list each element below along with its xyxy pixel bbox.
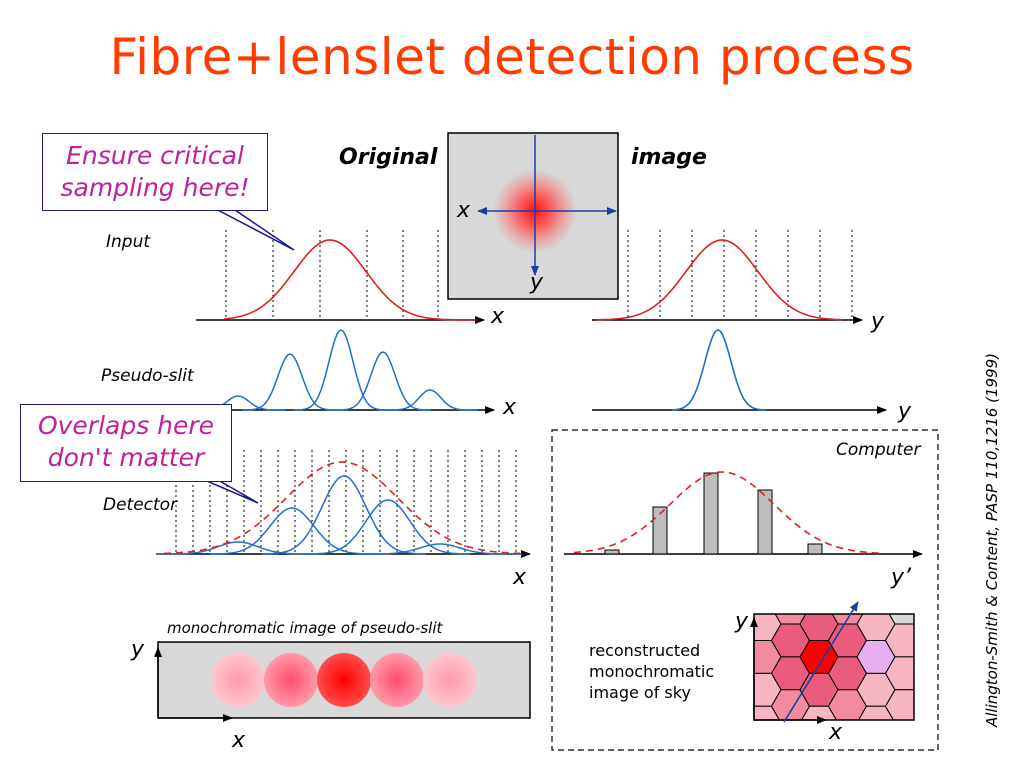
reconstructed-bar-2 [652, 506, 668, 555]
axis-label-input-y: y [871, 309, 885, 334]
detector-envelope-curve [163, 461, 521, 555]
detector-fibre-curve-4 [306, 499, 470, 555]
axis-label-sky-y: y [735, 609, 749, 634]
detector-fibre-curve-1 [156, 541, 320, 555]
reconstructed-line-1: reconstructed [589, 641, 701, 660]
pseudo-slit-y-curve [671, 329, 767, 411]
sky-hex-cell-30 [829, 756, 867, 768]
input-x-sampling-lines [225, 230, 439, 320]
sky-slice-arrow [783, 601, 859, 723]
reconstructed-label: reconstructed monochromatic image of sky [589, 640, 714, 703]
reference-citation: Allington-Smith & Content, PASP 110,1216… [983, 353, 1001, 727]
sky-hex-cell-46 [913, 688, 914, 691]
fibre-spot-4 [370, 653, 424, 707]
reconstructed-line-3: image of sky [589, 683, 691, 702]
detector-fibre-curve-5 [358, 543, 522, 555]
pseudo-slit-curves [190, 329, 478, 411]
reconstructed-line-2: monochromatic [589, 662, 715, 681]
sky-hex-cell-38 [884, 623, 914, 658]
input-y-profile-curve [596, 239, 843, 321]
axis-label-image-y: y [530, 270, 544, 295]
sky-hex-cell-39 [884, 656, 914, 691]
sky-hex-cell-12 [743, 739, 781, 768]
reconstructed-bar-1 [604, 549, 620, 555]
sky-hex-cell-31 [857, 575, 895, 608]
sky-hex-cell-7 [743, 575, 781, 608]
input-label: Input [106, 232, 151, 252]
axis-label-input-x: x [491, 304, 505, 329]
sky-hex-cell-43 [914, 575, 952, 608]
sky-hex-cell-50 [943, 624, 981, 657]
axis-label-pseudo-y: y [898, 399, 912, 424]
original-label: Original [339, 145, 438, 170]
sky-hex-cell-49 [943, 591, 981, 624]
pseudo-slit-fibre-curve-3 [292, 329, 390, 411]
sky-hex-cell-51 [943, 657, 981, 690]
pseudo-slit-fibre-curve-5 [382, 389, 478, 411]
axis-label-sky-x: x [829, 720, 843, 745]
sky-hex-cell-3 [715, 657, 753, 690]
callout-overlaps: Overlaps here don't matter [20, 404, 232, 482]
axis-label-mono-x: x [232, 728, 246, 753]
sky-hex-cell-18 [772, 756, 810, 768]
callout-critical-line-1: Ensure critical [66, 141, 244, 170]
sky-hex-cell-40 [884, 689, 914, 720]
sky-hex-cell-19 [800, 575, 838, 608]
sky-hex-cell-37 [888, 614, 914, 625]
callout-critical-sampling: Ensure critical sampling here! [42, 133, 268, 211]
sky-hex-cell-53 [943, 723, 981, 756]
sky-hex-cell-54 [943, 756, 981, 768]
computer-envelope-curve [573, 471, 881, 554]
axis-label-computer-yprime: y’ [891, 565, 912, 590]
sky-hex-cell-17 [772, 723, 810, 756]
sky-hex-grid [715, 575, 981, 768]
detector-fibre-curve-3 [262, 475, 426, 555]
mono-pseudo-slit-label: monochromatic image of pseudo-slit [167, 619, 443, 637]
pseudo-slit-fibre-curve-2 [242, 353, 338, 411]
computer-box [551, 429, 939, 751]
callout-overlaps-line-2: don't matter [47, 443, 205, 472]
image-label: image [631, 145, 707, 170]
axis-label-image-x: x [457, 198, 471, 223]
sky-hex-cell-6 [715, 756, 753, 768]
computer-label: Computer [836, 440, 921, 460]
sky-hex-cell-44 [913, 622, 914, 626]
detector-curves [156, 475, 522, 555]
sky-hex-cell-45 [913, 655, 914, 658]
fibre-spot-3 [317, 653, 371, 707]
axis-label-detector-x: x [513, 565, 527, 590]
input-y-sampling-lines [627, 230, 853, 320]
detector-label: Detector [103, 495, 178, 515]
reconstructed-bar-3 [703, 472, 719, 555]
callout-critical-pointer [213, 207, 295, 251]
sky-hex-cell-52 [943, 690, 981, 723]
sky-hex-cell-41 [886, 723, 924, 756]
sky-hex-cell-48 [914, 739, 952, 768]
reconstructed-bar-4 [757, 489, 773, 555]
reconstructed-bar-5 [807, 543, 823, 555]
sky-hex-cell-4 [715, 690, 753, 723]
sky-hex-cell-42 [886, 756, 924, 768]
sky-hex-cell-47 [914, 706, 952, 739]
detector-fibre-curve-2 [209, 507, 375, 555]
axis-label-pseudo-x: x [503, 395, 517, 420]
fibre-spot-1 [211, 653, 265, 707]
sky-hex-cell-36 [857, 739, 895, 768]
input-x-profile-curve [223, 239, 476, 321]
slide-title: Fibre+lenslet detection process [109, 28, 915, 86]
callout-critical-line-2: sampling here! [60, 173, 250, 202]
sky-hex-cell-5 [715, 723, 753, 756]
axis-label-mono-y: y [131, 637, 145, 662]
callout-overlaps-line-1: Overlaps here [37, 411, 215, 440]
pseudo-slit-fibre-curve-4 [335, 351, 431, 411]
pseudo-slit-label: Pseudo-slit [101, 366, 194, 386]
fibre-spot-2 [264, 653, 318, 707]
fibre-spot-5 [423, 653, 477, 707]
reconstructed-bars [604, 472, 823, 555]
